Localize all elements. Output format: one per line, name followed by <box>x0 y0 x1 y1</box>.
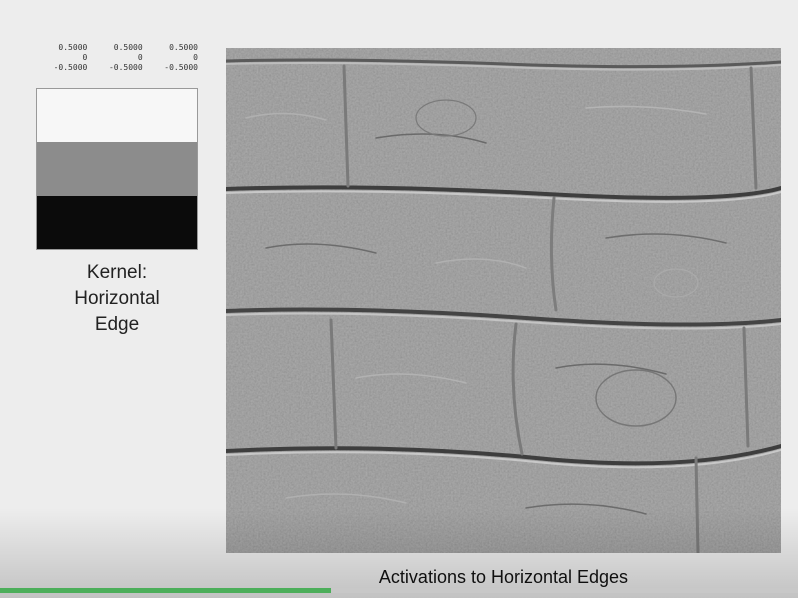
kernel-matrix: 0.5000 0.5000 0.5000 0 0 0 -0.5000 -0.50… <box>34 43 200 73</box>
kernel-value: 0 <box>193 53 198 62</box>
kernel-row-bottom <box>37 195 197 249</box>
activation-image <box>226 48 781 553</box>
kernel-caption-line: Kernel: <box>86 262 148 283</box>
kernel-value: 0.5000 <box>169 43 198 52</box>
video-progress-bar[interactable] <box>0 588 798 593</box>
kernel-row-middle <box>37 142 197 196</box>
kernel-caption: Kernel: Horizontal Edge <box>36 260 198 338</box>
kernel-caption-line: Horizontal <box>74 288 160 309</box>
kernel-image <box>36 88 198 250</box>
video-progress-fill <box>0 588 332 593</box>
kernel-value: 0.5000 <box>113 43 143 52</box>
kernel-value: -0.5000 <box>53 63 88 72</box>
kernel-caption-line: Edge <box>94 314 140 335</box>
embossed-brick-texture <box>226 48 781 553</box>
kernel-row-top <box>37 89 197 143</box>
kernel-value: -0.5000 <box>108 63 143 72</box>
activation-caption: Activations to Horizontal Edges <box>378 567 629 587</box>
kernel-value: -0.5000 <box>164 63 198 72</box>
kernel-value: 0 <box>82 53 88 62</box>
kernel-value: 0 <box>137 53 143 62</box>
kernel-value: 0.5000 <box>58 43 88 52</box>
